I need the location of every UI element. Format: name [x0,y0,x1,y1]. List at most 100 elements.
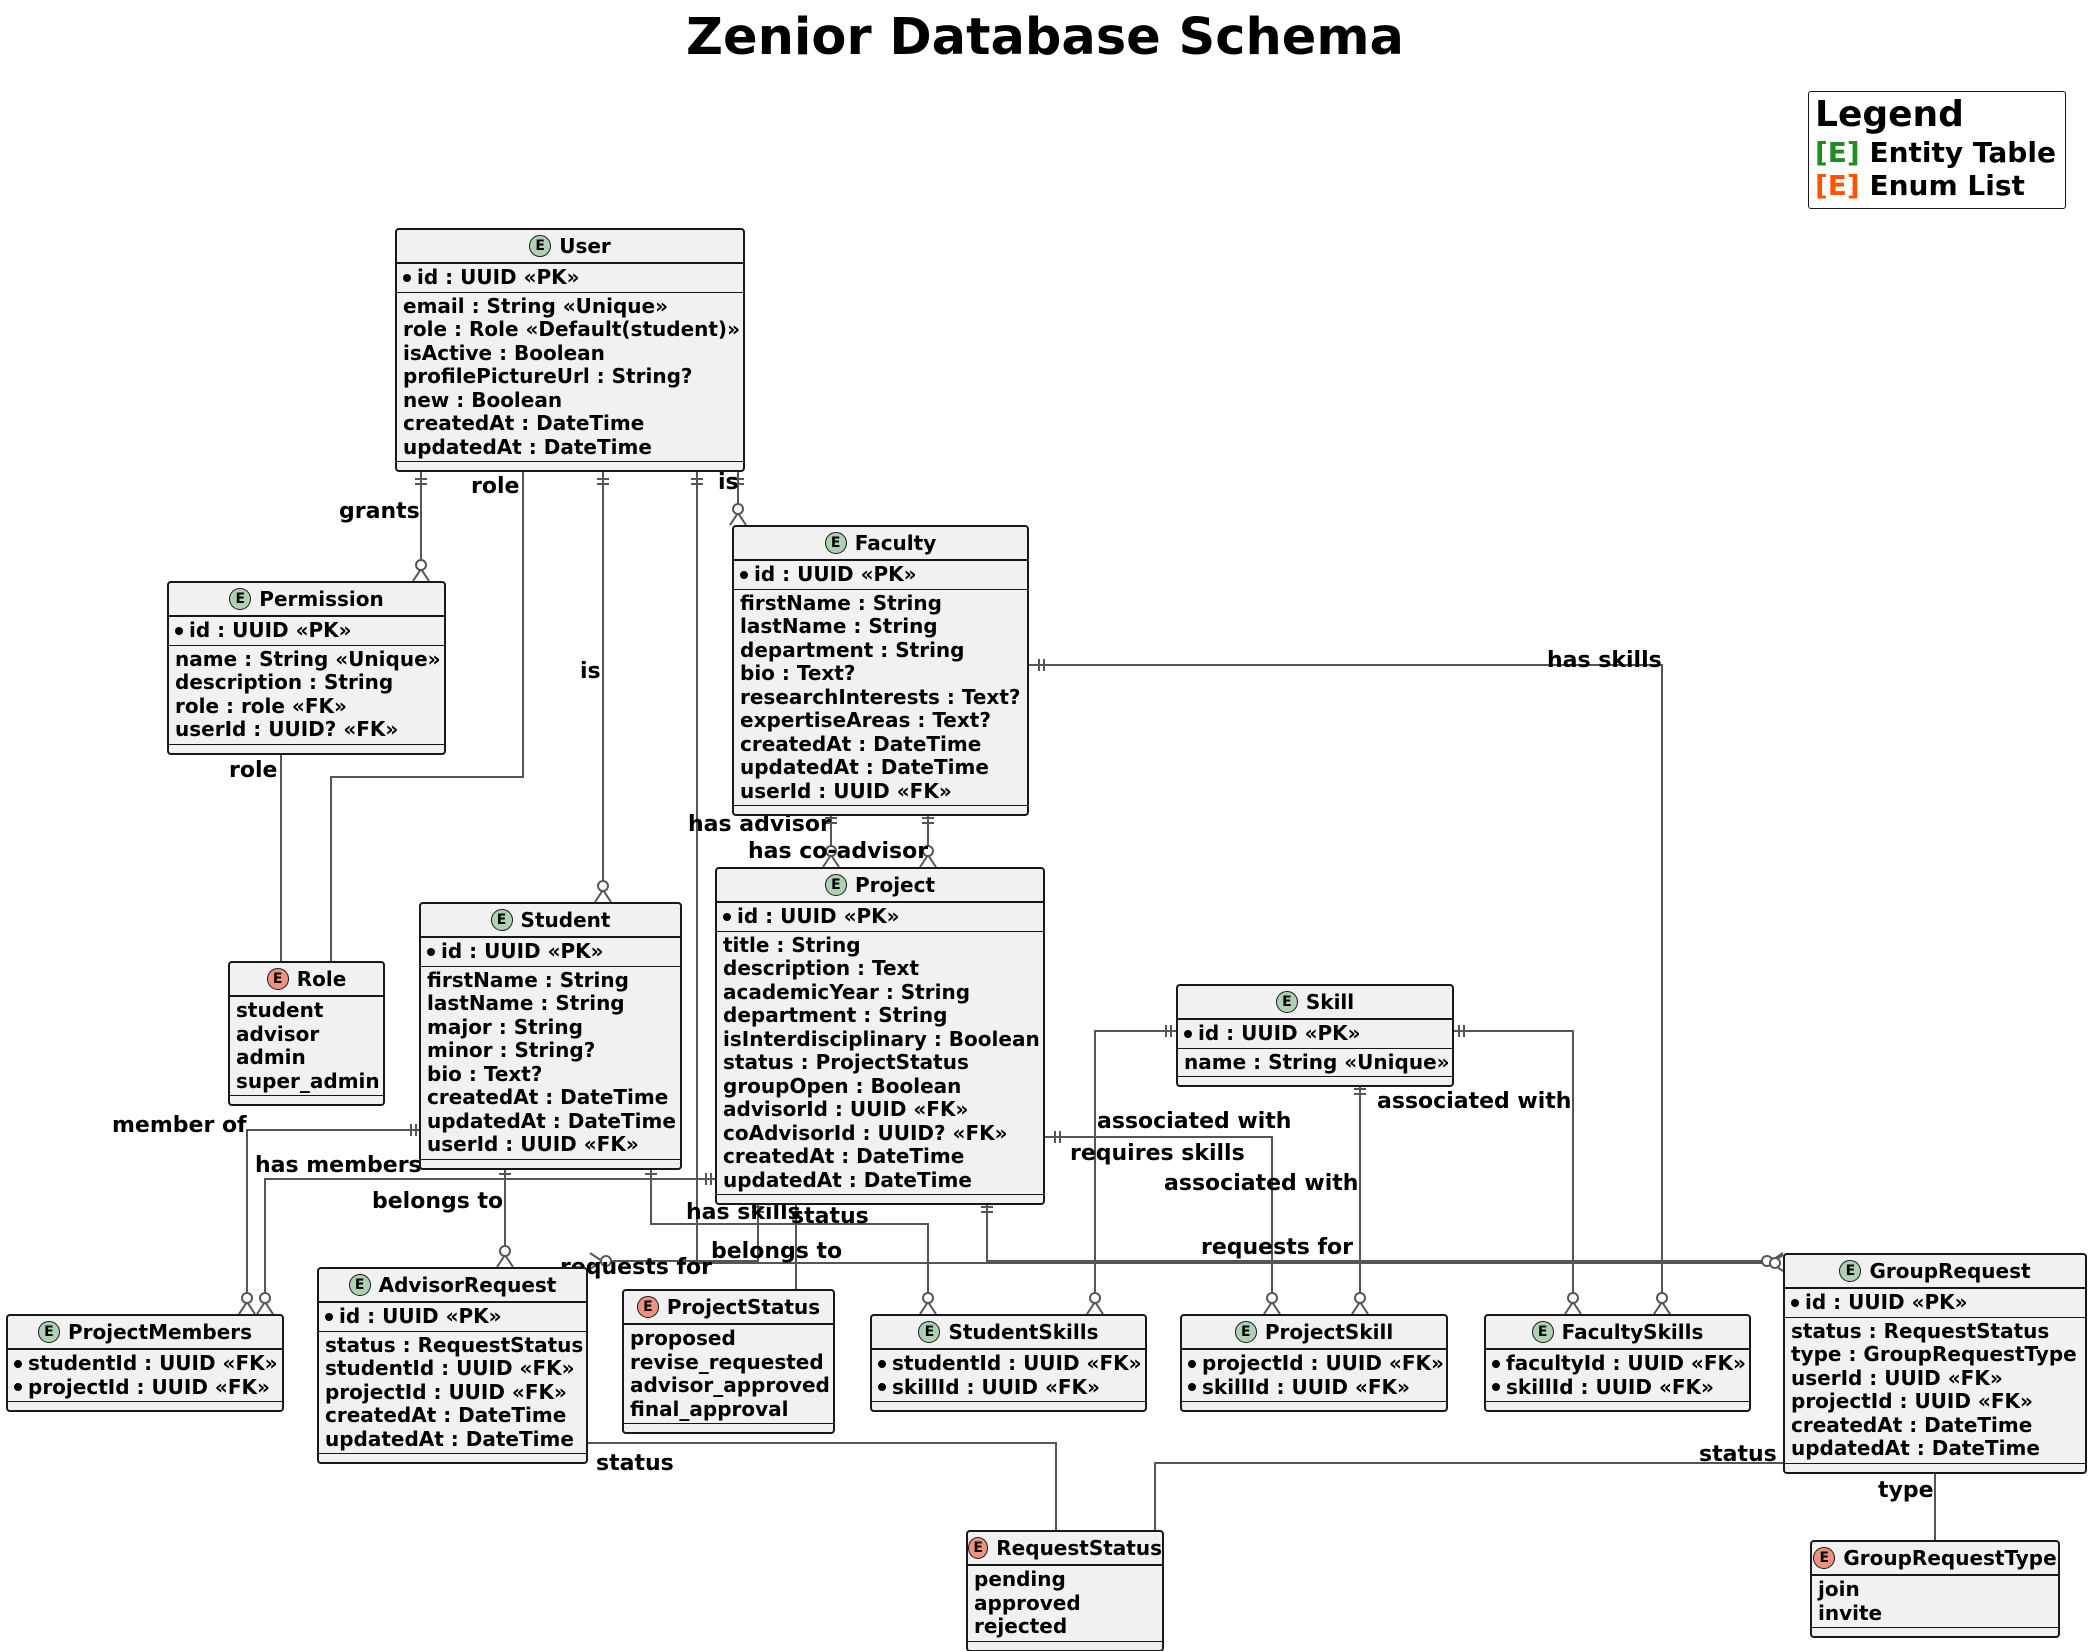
label-has-co-advisor: has co-advisor [748,839,928,864]
user-fields-text: updatedAt : DateTime [403,434,652,459]
grouprequesttype-values-text: join [1818,1577,1860,1601]
project-fields-row: academicYear : String [723,980,1037,1005]
edge-student-projectmembers [246,1129,421,1314]
user-fields-text: createdAt : DateTime [403,411,645,435]
role-values-text: advisor [236,1021,320,1046]
role-values-row: super_admin [236,1069,380,1094]
grouprequest-pk-row: id : UUID «PK» [1791,1290,2079,1315]
edge-project-advisorrequest [590,1197,759,1262]
advisorrequest-fields-text: updatedAt : DateTime [325,1426,574,1451]
faculty-fields-text: updatedAt : DateTime [740,755,989,779]
label-belongs-to-project: belongs to [711,1239,842,1264]
student-fields-text: userId : UUID «FK» [427,1132,639,1156]
entity-badge-icon: E [1531,1321,1554,1343]
grouprequest-fields-row: createdAt : DateTime [1791,1413,2079,1438]
key-bullet-icon [878,1359,886,1368]
student-fields-row: updatedAt : DateTime [427,1109,676,1134]
permission-fields-text: role : role «FK» [175,693,347,718]
project-fields-row: title : String [723,933,1037,958]
project-fields-row: groupOpen : Boolean [723,1074,1037,1099]
skill-fields-text: name : String «Unique» [1184,1049,1450,1074]
label-has-advisor: has advisor [688,812,831,837]
permission-pk-section: id : UUID «PK» [169,617,444,646]
label-status-group: status [1699,1442,1777,1467]
grouprequest-fields-row: status : RequestStatus [1791,1319,2079,1344]
faculty-fields-text: createdAt : DateTime [740,731,982,756]
permission-fields-text: description : String [175,670,394,694]
student-name: Student [520,908,611,932]
grouprequesttype-values-text: invite [1818,1600,1883,1625]
project-fields-text: description : Text [723,956,920,980]
project-fields-row: status : ProjectStatus [723,1050,1037,1075]
project-fields-text: advisorId : UUID «FK» [723,1097,969,1121]
faculty-fields-row: lastName : String [740,614,1021,639]
skill-name: Skill [1305,990,1355,1014]
projectmembers-name: ProjectMembers [67,1320,253,1344]
label-requires-skills: requires skills [1070,1141,1245,1166]
studentskills-pk-text: skillId : UUID «FK» [892,1374,1100,1399]
project-fields-row: advisorId : UUID «FK» [723,1097,1037,1122]
project-fields-text: department : String [723,1003,948,1027]
project-fields-row: description : Text [723,956,1037,981]
key-bullet-icon [403,273,411,282]
edge-student-studentskills [650,1164,929,1314]
label-associated-with-student: associated with [1097,1109,1291,1134]
projectmembers-pk-text: projectId : UUID «FK» [28,1374,270,1399]
label-member-of: member of [112,1113,247,1138]
role-values-text: admin [236,1045,306,1069]
role-values-text: student [236,998,324,1022]
role-values-row: admin [236,1045,377,1070]
student-fields-row: userId : UUID «FK» [427,1132,674,1157]
permission-fields-row: userId : UUID? «FK» [175,717,438,742]
permission-pk-text: id : UUID «PK» [189,618,352,642]
faculty-fields-row: department : String [740,638,1021,663]
edge-project-projectskill [1045,1136,1273,1314]
grouprequest-methods-section [1785,1464,2085,1472]
faculty-fields-row: createdAt : DateTime [740,731,1021,757]
studentskills-pk-text: studentId : UUID «FK» [892,1351,1142,1375]
projectstatus-values-row: final_approval [630,1397,827,1422]
enum-badge-icon: E [1813,1547,1836,1569]
label-grants: grants [339,499,420,524]
projectskill-pk-row: skillId : UUID «FK» [1188,1375,1440,1400]
skill-pk-section: id : UUID «PK» [1178,1020,1452,1049]
faculty-fields-row: updatedAt : DateTime [740,755,1021,780]
key-bullet-icon [1188,1383,1196,1391]
requeststatus-values-text: pending [974,1567,1066,1591]
diagram-title: Zenior Database Schema [686,8,1404,67]
studentskills-name: StudentSkills [948,1320,1099,1344]
studentskills-fields-section [872,1402,1145,1410]
entity-badge-icon: E [37,1321,60,1343]
key-bullet-icon [427,947,435,956]
label-status-project: status [791,1204,869,1229]
key-bullet-icon [14,1359,22,1368]
faculty-pk-section: id : UUID «PK» [734,561,1027,590]
